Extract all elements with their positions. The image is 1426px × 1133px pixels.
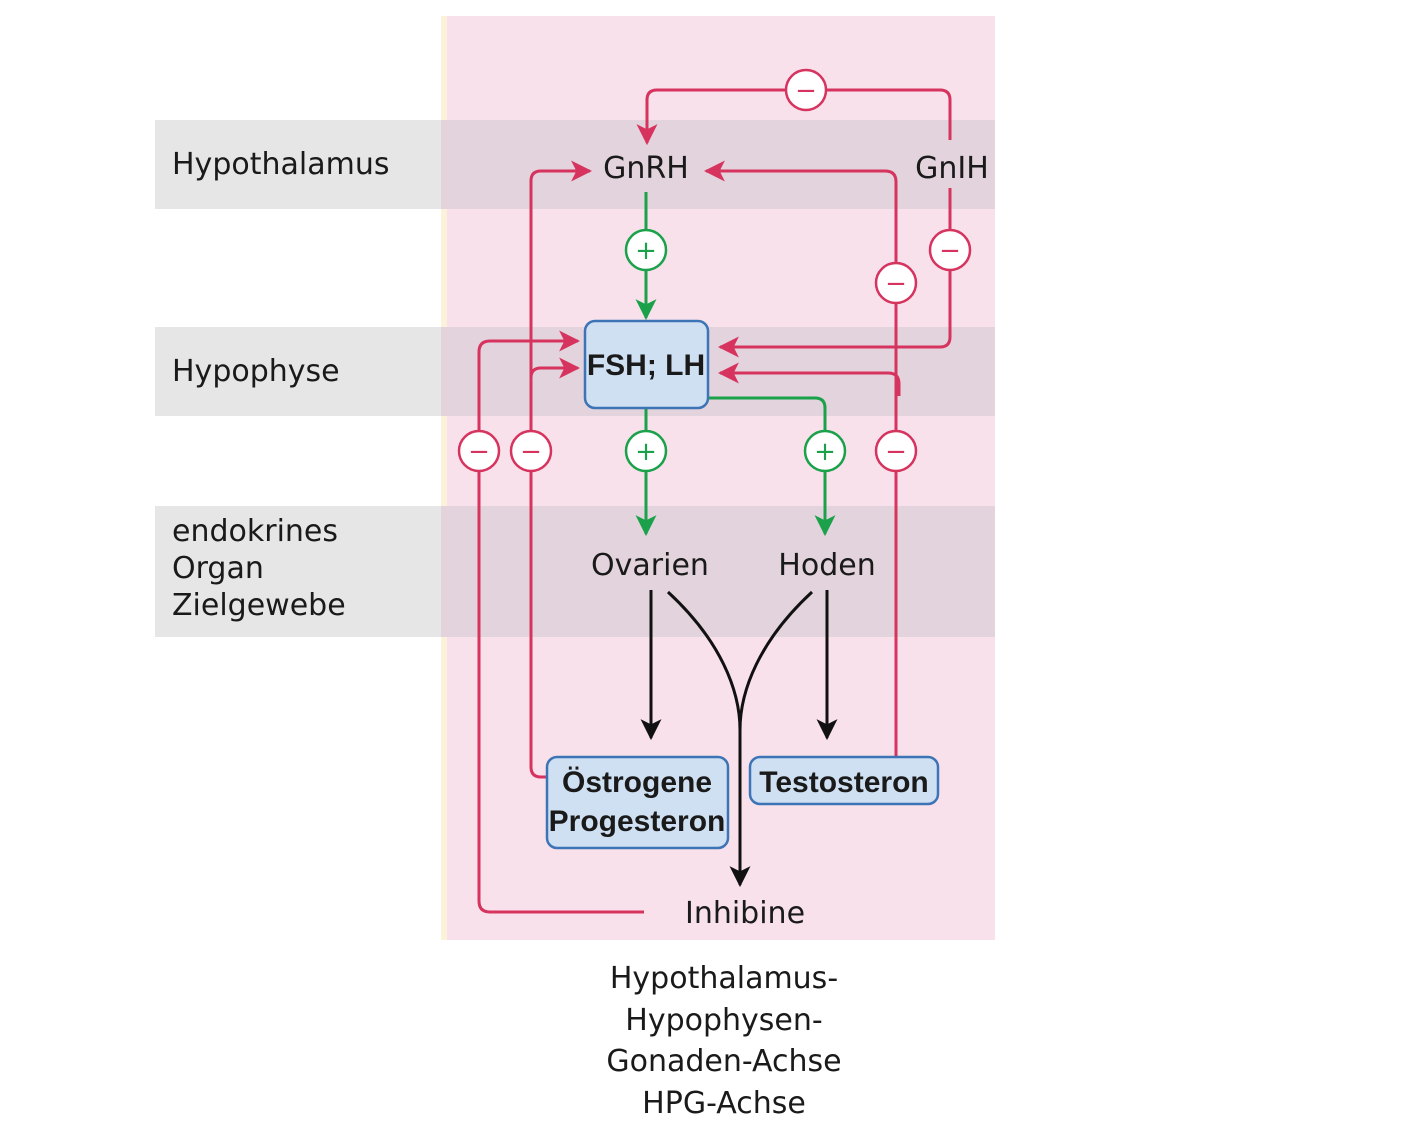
band-hypophyse-left	[155, 327, 441, 416]
band-label-hypothalamus: Hypothalamus	[172, 147, 389, 182]
hoden-label: Hoden	[778, 548, 875, 583]
arrow-inhibine-to-fshlh	[477, 330, 644, 914]
gnih-label: GnIH	[915, 151, 989, 186]
testosteron-label: Testosteron	[759, 766, 928, 799]
progesteron-label: Progesteron	[549, 805, 726, 838]
svg-text:−: −	[468, 437, 490, 467]
arrow-oestrogene-to-gnrh	[529, 160, 593, 779]
caption-line2: Hypophysen-	[625, 1003, 822, 1038]
curve-hoden-to-inhibine	[738, 590, 814, 731]
band-label-organ-line3: Zielgewebe	[172, 588, 346, 623]
arrow-testosteron-to-fshlh	[717, 362, 901, 396]
oestrogene-box	[545, 755, 730, 850]
band-organ-left	[155, 506, 441, 637]
svg-text:−: −	[795, 76, 817, 106]
band-label-organ-line1: endokrines	[172, 514, 338, 549]
svg-text:+: +	[635, 236, 657, 266]
minus-sign-testosteron-fshlh: −	[874, 429, 918, 473]
plus-sign-gnrh-fshlh: +	[624, 228, 668, 272]
plus-sign-fshlh-hoden: +	[803, 429, 847, 473]
svg-text:+: +	[814, 437, 836, 467]
minus-sign-inhibine-fshlh: −	[457, 429, 501, 473]
caption-line1: Hypothalamus-	[610, 961, 838, 996]
oestrogene-label: Östrogene	[562, 766, 712, 799]
band-hypothalamus-left	[155, 120, 441, 209]
minus-sign-testosteron-gnrh: −	[874, 261, 918, 305]
arrow-gnih-to-fshlh	[717, 188, 952, 358]
arrow-oestrogene-to-fshlh	[529, 357, 581, 420]
inhibine-label: Inhibine	[685, 896, 805, 931]
band-organ-overlay	[441, 506, 995, 637]
minus-sign-gnih-fshlh: −	[928, 228, 972, 272]
band-label-hypophyse: Hypophyse	[172, 354, 340, 389]
panel-left-edge	[441, 16, 447, 940]
svg-text:−: −	[885, 437, 907, 467]
arrow-fshlh-to-hoden	[708, 396, 836, 537]
gnrh-label: GnRH	[603, 151, 689, 186]
band-hypothalamus-overlay	[441, 120, 995, 209]
fshlh-label: FSH; LH	[587, 349, 705, 382]
plus-sign-fshlh-ovarien: +	[624, 429, 668, 473]
svg-text:−: −	[520, 437, 542, 467]
minus-sign-gnih-gnrh: −	[784, 68, 828, 112]
caption-line4: HPG-Achse	[642, 1086, 806, 1121]
arrow-testosteron-to-gnrh	[703, 160, 898, 757]
curve-ovarien-to-inhibine	[666, 590, 742, 731]
svg-text:−: −	[939, 236, 961, 266]
band-label-organ-line2: Organ	[172, 551, 264, 586]
testosteron-box	[748, 755, 940, 806]
ovarien-label: Ovarien	[591, 548, 709, 583]
svg-text:+: +	[635, 437, 657, 467]
fshlh-box	[583, 319, 710, 410]
svg-text:−: −	[885, 269, 907, 299]
caption-line3: Gonaden-Achse	[606, 1044, 841, 1079]
minus-sign-oestrogene-feedback: −	[509, 429, 553, 473]
